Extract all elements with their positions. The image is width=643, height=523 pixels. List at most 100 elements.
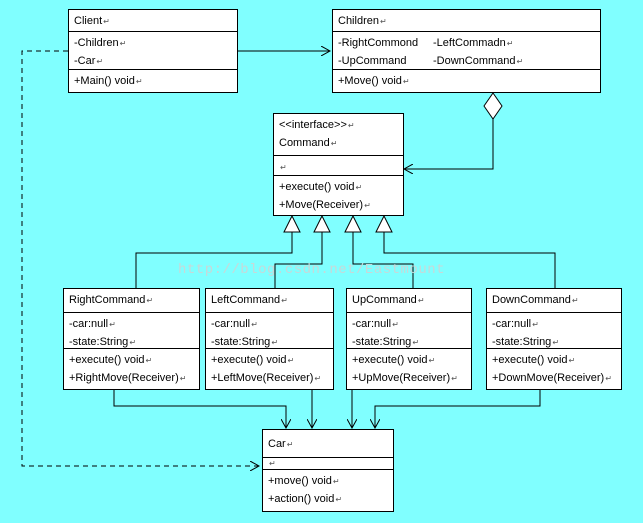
down-command-attributes-section: -car:null↵ -state:String↵: [487, 313, 621, 349]
attribute: -RightCommond: [338, 37, 419, 49]
paragraph-mark-icon: ↵: [103, 17, 110, 26]
class-right-command: RightCommand↵ -car:null↵ -state:String↵ …: [63, 288, 200, 390]
right-command-name-section: RightCommand↵: [64, 289, 199, 313]
paragraph-mark-icon: ↵: [269, 459, 276, 468]
paragraph-mark-icon: ↵: [516, 57, 524, 66]
method: +execute() void: [492, 354, 568, 366]
class-left-command: LeftCommand↵ -car:null↵ -state:String↵ +…: [205, 288, 334, 390]
paragraph-mark-icon: ↵: [392, 320, 399, 329]
up-command-attributes-section: -car:null↵ -state:String↵: [347, 313, 471, 349]
attribute: -car:null: [352, 318, 392, 330]
down-command-realization: [383, 232, 556, 288]
paragraph-mark-icon: ↵: [428, 356, 436, 365]
method: +DownMove(Receiver): [492, 372, 605, 384]
children-attributes-section: -RightCommond -UpCommand -LeftCommadn↵ -…: [333, 32, 600, 70]
right-command-attributes-section: -car:null↵ -state:String↵: [64, 313, 199, 349]
client-car-dependency: [21, 50, 259, 466]
class-car: Car↵ ↵ +move() void↵ +action() void↵: [262, 429, 394, 512]
client-attributes-section: -Children↵ -Car↵: [69, 32, 237, 70]
class-children: Children↵ -RightCommond -UpCommand -Left…: [332, 9, 601, 93]
attribute: -state:String: [211, 336, 271, 348]
paragraph-mark-icon: ↵: [332, 477, 340, 486]
paragraph-mark-icon: ↵: [281, 296, 288, 305]
right-command-methods-section: +execute() void↵ +RightMove(Receiver)↵: [64, 349, 199, 387]
realization-triangle-right: [283, 214, 301, 233]
method: +LeftMove(Receiver): [211, 372, 314, 384]
paragraph-mark-icon: ↵: [129, 338, 137, 347]
paragraph-mark-icon: ↵: [402, 77, 410, 86]
method: +Main() void: [74, 75, 135, 87]
paragraph-mark-icon: ↵: [532, 320, 539, 329]
left-command-realization: [274, 232, 323, 288]
paragraph-mark-icon: ↵: [417, 296, 425, 305]
client-methods-section: +Main() void↵: [69, 70, 237, 90]
method: +UpMove(Receiver): [352, 372, 451, 384]
class-name: DownCommand: [492, 294, 571, 306]
paragraph-mark-icon: ↵: [135, 77, 143, 86]
class-name: UpCommand: [352, 294, 417, 306]
method: +move() void: [268, 475, 332, 487]
attribute: -Children: [74, 37, 119, 49]
class-name: RightCommand: [69, 294, 146, 306]
attribute: -UpCommand: [338, 55, 407, 67]
paragraph-mark-icon: ↵: [287, 356, 295, 365]
class-up-command: UpCommand↵ -car:null↵ -state:String↵ +ex…: [346, 288, 472, 390]
attribute: -state:String: [69, 336, 129, 348]
left-command-name-section: LeftCommand↵: [206, 289, 333, 313]
paragraph-mark-icon: ↵: [109, 320, 116, 329]
command-attributes-section: ↵: [274, 156, 403, 176]
paragraph-mark-icon: ↵: [280, 163, 287, 172]
children-name-section: Children↵: [333, 10, 600, 32]
attribute: -state:String: [492, 336, 552, 348]
command-methods-section: +execute() void↵ +Move(Receiver)↵: [274, 176, 403, 214]
car-methods-section: +move() void↵ +action() void↵: [263, 470, 393, 508]
paragraph-mark-icon: ↵: [347, 121, 355, 130]
attribute: -car:null: [492, 318, 532, 330]
paragraph-mark-icon: ↵: [506, 39, 514, 48]
realization-triangle-down: [375, 214, 393, 233]
attribute: -car:null: [69, 318, 109, 330]
car-name-section: Car↵: [263, 430, 393, 458]
paragraph-mark-icon: ↵: [286, 440, 294, 449]
left-command-attributes-section: -car:null↵ -state:String↵: [206, 313, 333, 349]
children-command-aggregation: [404, 119, 494, 169]
client-name-section: Client↵: [69, 10, 237, 32]
paragraph-mark-icon: ↵: [355, 183, 363, 192]
interface-command: <<interface>>↵ Command↵ ↵ +execute() voi…: [273, 113, 404, 216]
down-command-car-association: [375, 390, 541, 428]
realization-triangle-left: [313, 214, 331, 233]
aggregation-diamond: [483, 92, 503, 120]
right-command-realization: [135, 232, 293, 288]
attribute: -state:String: [352, 336, 412, 348]
method: +execute() void: [279, 181, 355, 193]
paragraph-mark-icon: ↵: [568, 356, 576, 365]
method: +action() void: [268, 493, 335, 505]
realization-triangle-up: [344, 214, 362, 233]
up-command-realization: [352, 232, 414, 288]
paragraph-mark-icon: ↵: [605, 374, 612, 383]
attribute: -DownCommand: [433, 55, 516, 67]
class-down-command: DownCommand↵ -car:null↵ -state:String↵ +…: [486, 288, 622, 390]
up-command-methods-section: +execute() void↵ +UpMove(Receiver)↵: [347, 349, 471, 387]
attribute: -Car: [74, 55, 96, 67]
paragraph-mark-icon: ↵: [179, 374, 187, 383]
paragraph-mark-icon: ↵: [96, 57, 104, 66]
attribute: -car:null: [211, 318, 251, 330]
class-name: LeftCommand: [211, 294, 281, 306]
car-attributes-section: ↵: [263, 458, 393, 470]
paragraph-mark-icon: ↵: [314, 374, 322, 383]
method: +execute() void: [211, 354, 287, 366]
method: +execute() void: [69, 354, 145, 366]
paragraph-mark-icon: ↵: [552, 338, 560, 347]
paragraph-mark-icon: ↵: [364, 201, 371, 210]
paragraph-mark-icon: ↵: [451, 374, 458, 383]
attribute: -LeftCommadn: [433, 37, 506, 49]
method: +Move(Receiver): [279, 199, 364, 211]
class-name: Car: [268, 438, 286, 450]
paragraph-mark-icon: ↵: [251, 320, 258, 329]
class-client: Client↵ -Children↵ -Car↵ +Main() void↵: [68, 9, 238, 93]
command-name-section: <<interface>>↵ Command↵: [274, 114, 403, 156]
down-command-methods-section: +execute() void↵ +DownMove(Receiver)↵: [487, 349, 621, 387]
paragraph-mark-icon: ↵: [335, 495, 343, 504]
